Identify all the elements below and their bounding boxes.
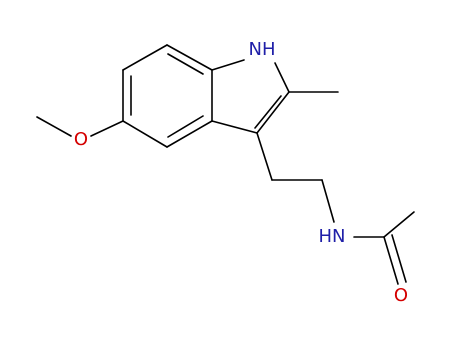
carbonyl-double-bond (383, 236, 399, 285)
methoxy-group (36, 116, 124, 137)
bond (90, 120, 124, 137)
pyrrole-ring (211, 59, 290, 134)
amide-nh-label: HN (319, 226, 346, 247)
bond (256, 91, 290, 134)
bond (274, 62, 290, 93)
ring-double-bond (254, 95, 282, 129)
carbonyl-double-bond (391, 234, 407, 283)
aromatic-double-bond (167, 115, 204, 138)
bond (166, 120, 213, 148)
bond (321, 179, 335, 223)
bond (122, 120, 168, 148)
carbonyl-oxygen-label: O (394, 285, 408, 306)
aromatic-double-bond (167, 53, 204, 75)
methoxy-oxygen-label: O (74, 129, 88, 150)
bond (211, 59, 245, 71)
bond (256, 132, 273, 181)
ethyl-chain (256, 132, 335, 223)
bond (122, 44, 168, 71)
acetyl-group (353, 211, 415, 285)
bond (211, 120, 258, 134)
benzene-ring (122, 44, 213, 148)
bond (166, 44, 213, 71)
indole-nh-label: NH (249, 39, 276, 60)
bond (383, 211, 415, 238)
bond (36, 116, 72, 137)
